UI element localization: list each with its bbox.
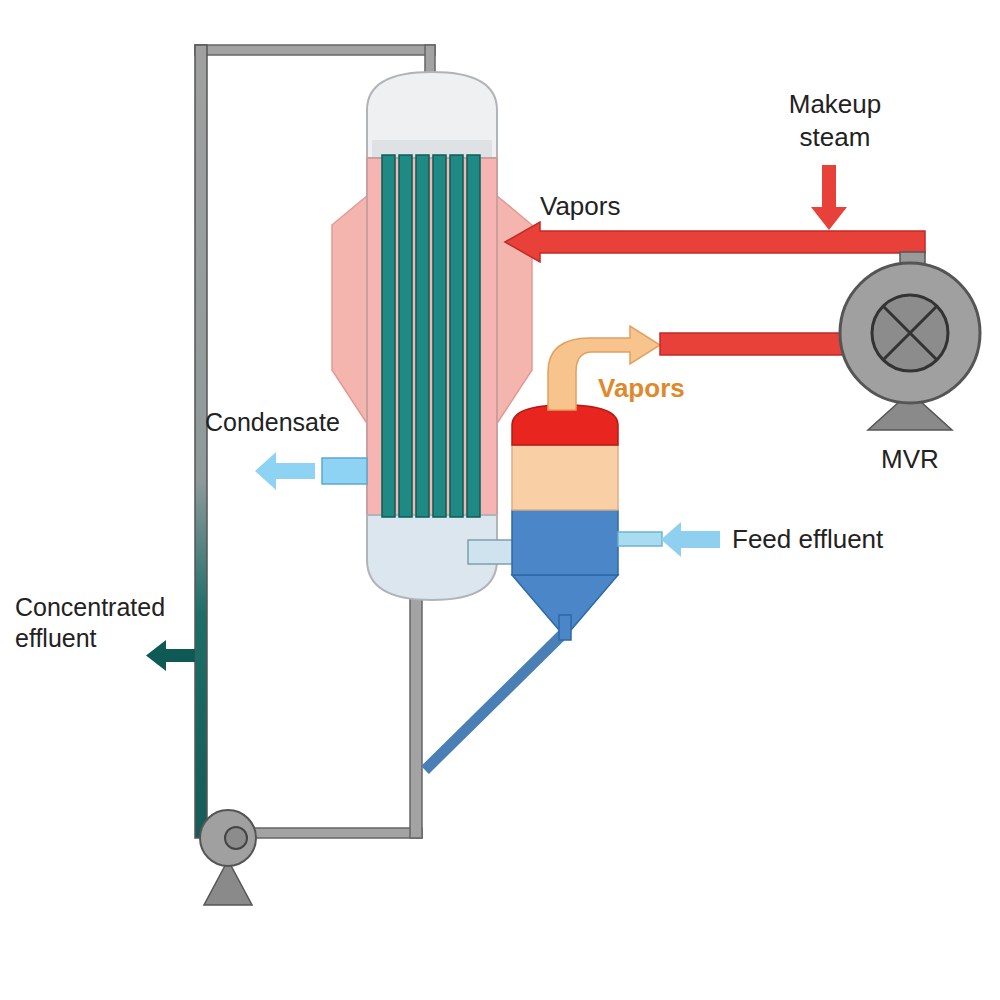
tube: [382, 155, 395, 517]
stream-label: Condensate: [205, 407, 340, 438]
tube: [450, 155, 463, 517]
top-pipe: [195, 45, 435, 55]
separator-outlet: [559, 615, 571, 640]
equipment-label: MVR: [877, 442, 943, 477]
suction-pipe: [660, 333, 845, 355]
tube: [399, 155, 412, 517]
steam-jacket-left: [332, 195, 368, 425]
separator-drain: [425, 632, 565, 770]
stream-label: Vapors: [598, 372, 685, 405]
transfer-pipe: [468, 540, 514, 564]
stream-label: Makeup steam: [770, 88, 900, 153]
column-top-dome: [367, 72, 497, 160]
separator-vapor-space: [512, 445, 618, 510]
node-text: MVR: [881, 444, 939, 475]
impeller-cross: [883, 306, 937, 360]
impeller-cross: [883, 306, 937, 360]
vapor-return-arrow: [505, 222, 925, 262]
feed-arrowhead: [661, 522, 681, 557]
stream-label: Vapors: [540, 190, 620, 223]
tube: [467, 155, 480, 517]
loop-pipe: [195, 45, 207, 838]
pump-eye: [225, 827, 247, 849]
pump-symbol: [200, 810, 256, 866]
feed-arrow: [680, 531, 720, 548]
separator-dome: [512, 405, 618, 445]
column-drain-pipe: [410, 598, 422, 838]
tube: [416, 155, 429, 517]
feed-nozzle: [618, 532, 662, 546]
compressor-impeller: [872, 295, 948, 371]
condensate-nozzle: [322, 458, 367, 484]
stream-label: Feed effluent: [732, 523, 883, 556]
tube: [433, 155, 446, 517]
stream-label: Concentrated effluent: [15, 592, 205, 655]
condensate-arrow: [275, 463, 315, 479]
separator-liquid: [512, 510, 618, 575]
compressor-symbol: [840, 263, 980, 403]
outlet-arrow: [165, 649, 195, 662]
condensate-arrowhead: [255, 452, 276, 490]
makeup-arrowhead: [811, 207, 847, 230]
outlet-arrowhead: [146, 640, 166, 671]
makeup-arrow: [822, 165, 836, 210]
